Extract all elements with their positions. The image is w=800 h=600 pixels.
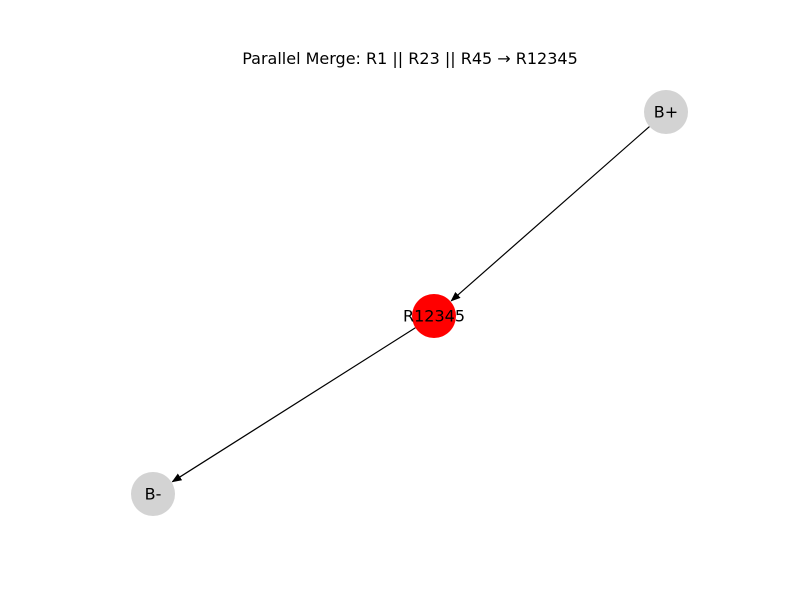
node-b-minus-circle: [131, 472, 175, 516]
node-r12345-label: R12345: [403, 307, 465, 326]
node-b-minus-label: B-: [145, 485, 162, 504]
node-b-plus-label: B+: [654, 103, 678, 122]
edge-bplus-to-r12345: [450, 126, 650, 302]
node-r12345: R12345: [403, 294, 465, 338]
node-b-plus-circle: [644, 90, 688, 134]
node-b-plus: B+: [644, 90, 688, 134]
node-b-minus: B-: [131, 472, 175, 516]
diagram-title: Parallel Merge: R1 || R23 || R45 → R1234…: [242, 49, 578, 68]
node-r12345-circle: [412, 294, 456, 338]
edge-r12345-to-bminus: [171, 327, 416, 483]
